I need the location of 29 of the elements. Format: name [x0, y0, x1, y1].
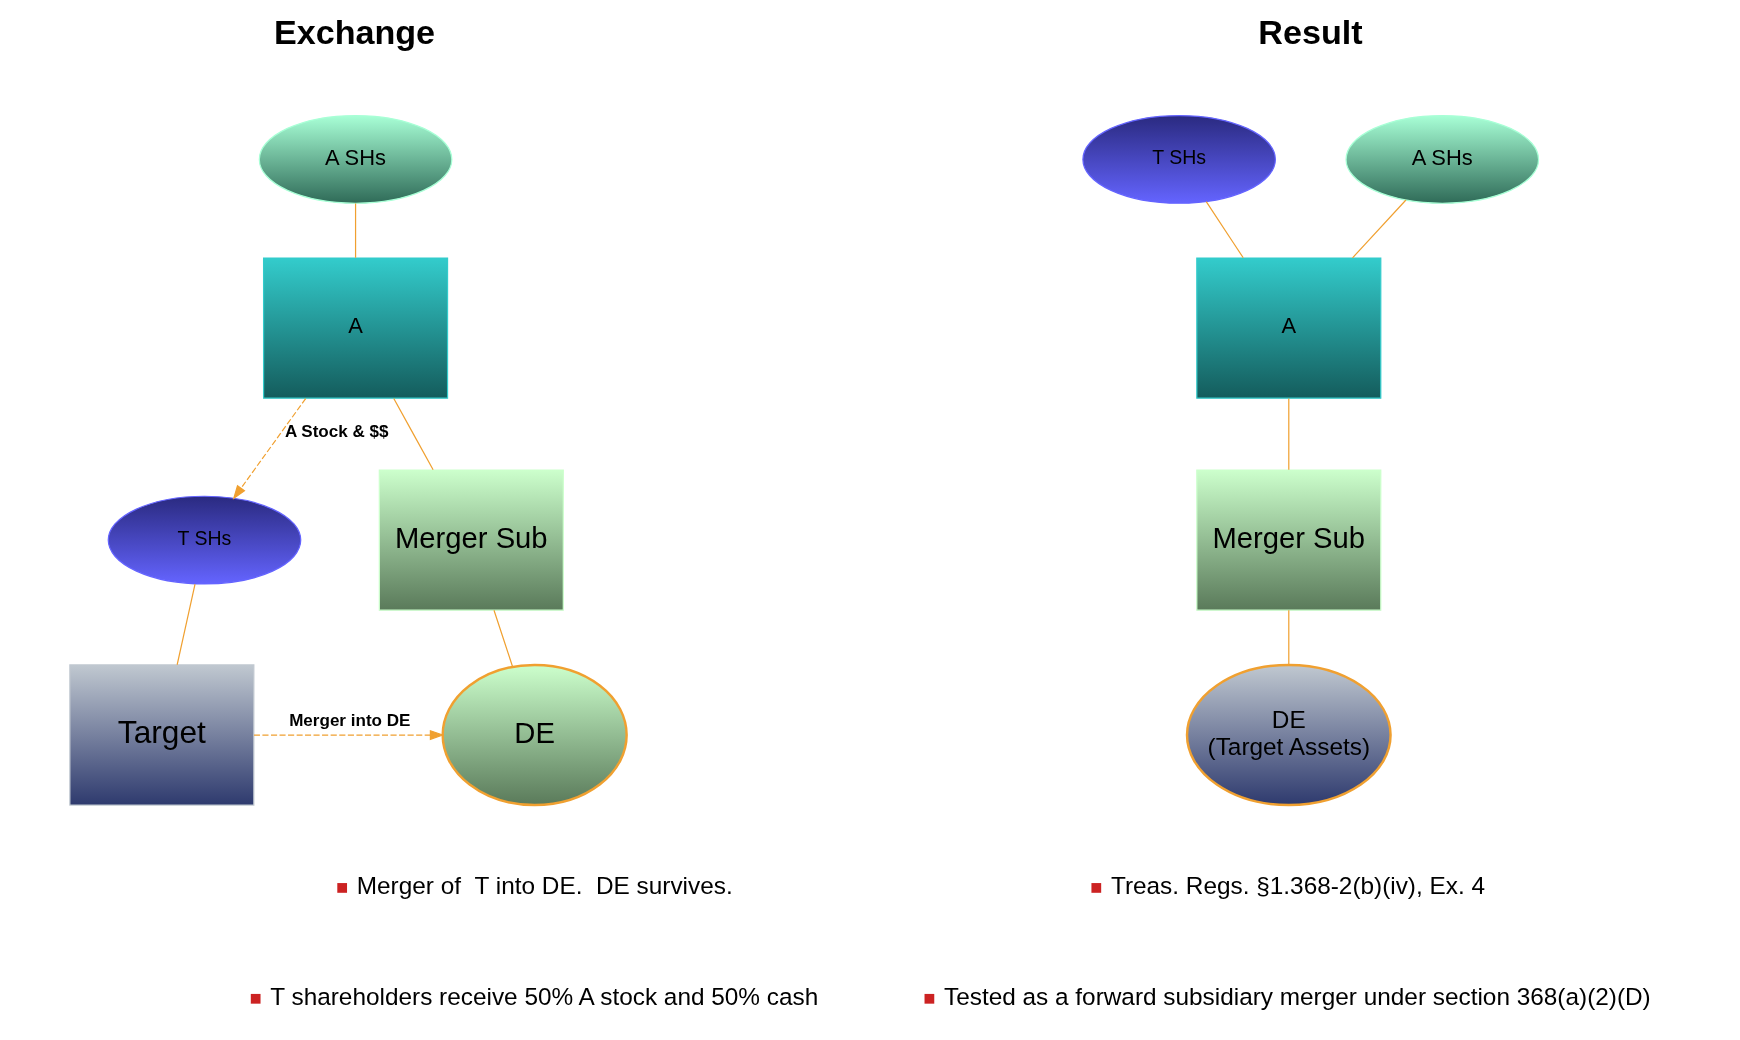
edge-label: A Stock & $$ — [284, 422, 389, 442]
connector — [354, 202, 357, 259]
node-box: Merger Sub — [1196, 469, 1382, 611]
node-ellipse: T SHs — [107, 495, 302, 585]
connector — [393, 397, 434, 471]
node-ellipse: DE — [441, 663, 628, 807]
connector — [1288, 609, 1290, 666]
label: Result — [1258, 13, 1363, 52]
connector — [493, 609, 514, 668]
label: Tested as a forward subsidiary merger under section 368(a)(2)(D) — [944, 982, 1651, 1010]
node-box: A — [262, 257, 449, 399]
connector — [1288, 397, 1290, 471]
node-ellipse: A SHs — [258, 114, 453, 204]
node-ellipse: T SHs — [1082, 114, 1276, 204]
label: Merger of T into DE. DE survives. — [356, 872, 733, 900]
label: Treas. Regs. §1.368-2(b)(iv), Ex. 4 — [1110, 872, 1486, 900]
node-box: Merger Sub — [378, 469, 564, 611]
edge-label: Merger into DE — [289, 710, 411, 730]
node-ellipse: A SHs — [1345, 114, 1540, 204]
node-ellipse: DE (Target Assets) — [1185, 663, 1392, 807]
arrow — [232, 397, 307, 500]
node-box: Target — [69, 664, 255, 806]
label: T shareholders receive 50% A stock and 50% cash — [270, 982, 819, 1010]
connector — [1351, 199, 1407, 259]
node-box: A — [1196, 257, 1382, 399]
connector — [176, 583, 196, 666]
arrow — [253, 729, 445, 741]
label: Exchange — [273, 13, 436, 52]
connector — [1205, 201, 1244, 259]
